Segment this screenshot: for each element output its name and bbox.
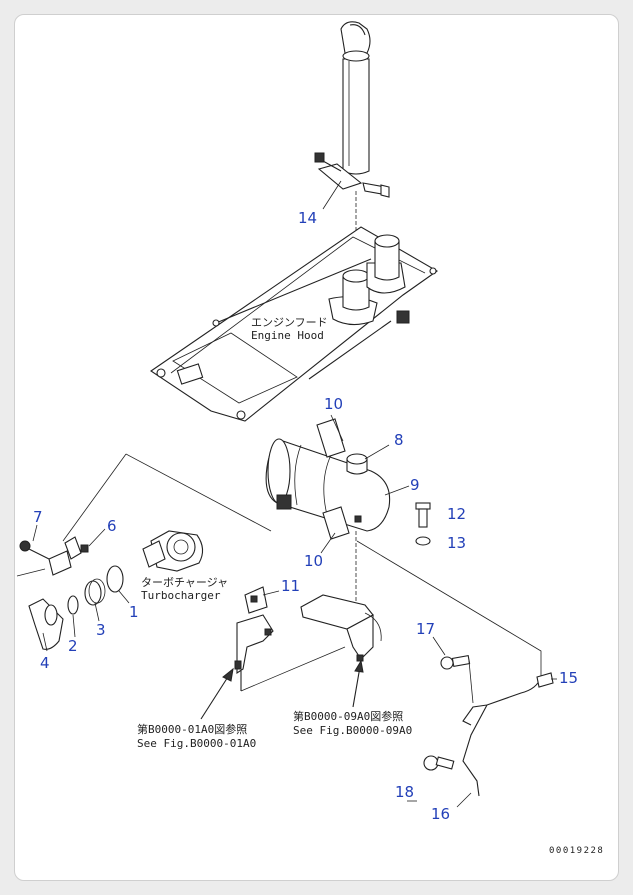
- ring-2: [67, 595, 79, 615]
- callout-17: 17: [416, 620, 435, 638]
- bracket-15-16: [462, 672, 554, 797]
- stack-clamp: [314, 152, 390, 198]
- callout-13: 13: [447, 534, 466, 552]
- ref-arrow-09a0: [352, 659, 364, 708]
- drawing-code: 00019228: [549, 846, 604, 856]
- callout-4: 4: [40, 654, 50, 672]
- callout-16: 16: [431, 805, 450, 823]
- bolt-18: [423, 755, 455, 771]
- callout-7: 7: [33, 508, 43, 526]
- washer-13: [415, 536, 431, 546]
- turbocharger-en-label: Turbocharger: [141, 589, 221, 602]
- clamp-1: [106, 565, 124, 593]
- diagram-frame: エンジンフード Engine Hood: [14, 14, 619, 881]
- exhaust-stack: [340, 21, 371, 175]
- callout-1: 1: [129, 603, 139, 621]
- pipe-link-upper: [125, 453, 272, 532]
- callout-8: 8: [394, 431, 404, 449]
- ref-arrow-01a0: [200, 667, 234, 720]
- ref-09a0-jp-label: 第B0000-09A0図参照: [293, 709, 403, 723]
- callout-15: 15: [559, 669, 578, 687]
- callout-10-top: 10: [324, 395, 343, 413]
- ref-01a0-en-label: See Fig.B0000-01A0: [137, 737, 256, 750]
- elbow-4: [28, 598, 64, 650]
- callout-11: 11: [281, 577, 300, 595]
- callout-14: 14: [298, 209, 317, 227]
- leader-14: [322, 180, 342, 210]
- ref-01a0-jp-label: 第B0000-01A0図参照: [137, 722, 247, 736]
- muffler: [265, 418, 391, 540]
- bracket-5-6-7: [19, 536, 89, 576]
- turbocharger-jp-label: ターボチャージャ: [141, 576, 228, 589]
- clamp-3: [84, 578, 106, 606]
- callout-2: 2: [68, 637, 78, 655]
- leader-10-top: [330, 414, 344, 442]
- leader-9: [384, 485, 410, 496]
- ref-09a0-en-label: See Fig.B0000-09A0: [293, 724, 412, 737]
- support-bracket: [300, 594, 382, 662]
- engine-hood-jp-label: エンジンフード: [251, 316, 328, 329]
- callout-18: 18: [395, 783, 414, 801]
- part-11: [244, 586, 268, 614]
- leader-8: [364, 444, 390, 460]
- left-bracket: [234, 614, 274, 675]
- engine-hood: [150, 226, 439, 422]
- callout-6: 6: [107, 517, 117, 535]
- callout-10-bottom: 10: [304, 552, 323, 570]
- callout-3: 3: [96, 621, 106, 639]
- parts-diagram: エンジンフード Engine Hood: [16, 21, 604, 856]
- callout-12: 12: [447, 505, 466, 523]
- turbocharger: [142, 530, 204, 572]
- callout-9: 9: [410, 476, 420, 494]
- bolt-17: [440, 655, 471, 670]
- bolt-12: [415, 502, 431, 528]
- engine-hood-en-label: Engine Hood: [251, 329, 324, 342]
- leader-10-bottom: [320, 532, 336, 554]
